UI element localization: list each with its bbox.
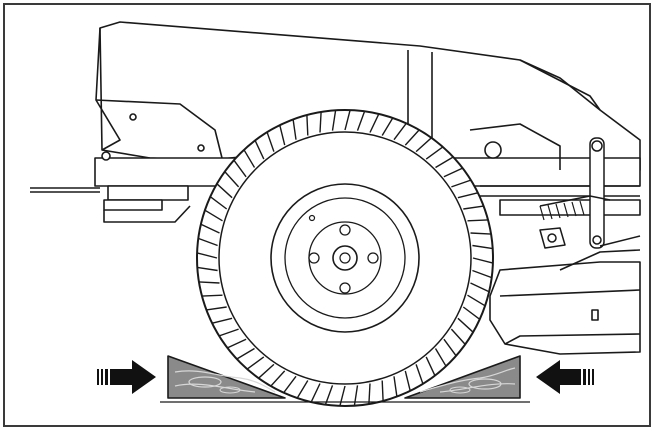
tread-lug	[457, 192, 478, 199]
tread-lug	[393, 122, 407, 141]
tread-lug	[258, 363, 275, 379]
mower-deck	[489, 249, 641, 355]
tread-lug	[356, 111, 366, 131]
tread-lug	[254, 140, 265, 160]
tread-lug	[470, 282, 490, 293]
tread-lug	[425, 356, 436, 376]
tread-lug	[472, 269, 492, 279]
tread-lug	[472, 257, 494, 264]
tread-lug	[204, 209, 223, 222]
tread-lug	[243, 149, 256, 168]
lug-nut	[339, 282, 351, 294]
lug-nuts	[308, 224, 379, 294]
tread-lug	[404, 129, 420, 146]
tread-lug	[212, 317, 233, 324]
arrow-right-icon	[97, 360, 156, 394]
tread-lug	[198, 237, 218, 247]
tread-lug	[306, 114, 309, 136]
tread-lug	[434, 348, 447, 367]
lug-nut	[339, 224, 351, 236]
tread-lug	[369, 113, 380, 133]
tread-lug	[435, 156, 454, 169]
suspension-linkage	[539, 137, 641, 249]
tread-lug	[216, 183, 233, 199]
wooden-chock-right	[404, 355, 521, 399]
tread-lug	[344, 109, 351, 131]
tread-lug	[381, 380, 384, 402]
tread-lug	[292, 119, 297, 140]
tread-lug	[443, 338, 457, 357]
tread-lug	[415, 364, 424, 385]
tread-lug	[451, 179, 472, 188]
tread-lug	[310, 383, 321, 403]
tread-lug	[457, 317, 474, 333]
tread-lug	[236, 347, 255, 360]
tread-lug	[209, 196, 228, 210]
tread-lug	[331, 110, 337, 131]
tread-lug	[467, 294, 486, 307]
tread-lug	[462, 306, 481, 320]
tread-lug	[450, 328, 466, 345]
tread-lug	[463, 205, 484, 210]
tread-lug	[270, 370, 286, 387]
tread-lug	[197, 266, 218, 272]
tread-lug	[415, 137, 432, 153]
tread-lug	[381, 117, 394, 136]
lug-nut	[308, 252, 320, 264]
tire-tread	[196, 109, 494, 407]
tread-lug	[266, 131, 275, 152]
arrow-left-icon	[536, 360, 594, 394]
tread-lug	[227, 338, 247, 349]
tread-lug	[200, 223, 220, 234]
tread-lug	[283, 375, 297, 394]
tread-lug	[206, 306, 227, 311]
tread-lug	[246, 356, 265, 370]
tread-lug	[404, 370, 411, 391]
valve-stem	[308, 214, 316, 222]
tread-lug	[393, 376, 398, 397]
spring	[539, 200, 585, 221]
tread-lug	[218, 328, 239, 337]
tread-lug	[198, 281, 220, 284]
tread-lug	[443, 167, 463, 178]
tread-lug	[233, 159, 247, 178]
tread-lug	[470, 232, 492, 235]
rear-wheel	[196, 109, 494, 407]
tread-lug	[319, 111, 322, 133]
tread-lug	[201, 294, 223, 297]
tread-lug	[425, 146, 444, 160]
tread-lug	[196, 252, 218, 259]
tread-lug	[472, 244, 493, 250]
tread-lug	[368, 383, 371, 405]
tread-lug	[296, 380, 309, 399]
hub-bore	[339, 252, 351, 264]
wooden-chock-left	[167, 355, 286, 399]
tread-lug	[224, 171, 240, 188]
tread-lug	[467, 219, 489, 222]
tread-lug	[279, 125, 286, 146]
body-panel	[95, 21, 641, 171]
lug-nut	[367, 252, 379, 264]
